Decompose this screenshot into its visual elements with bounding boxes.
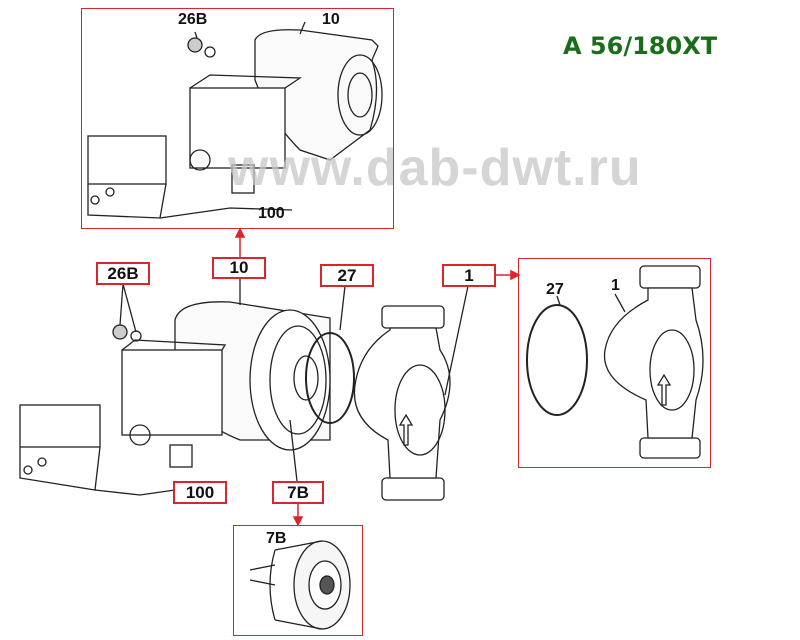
label-7b: 7B — [266, 530, 287, 547]
callout-26b[interactable]: 26B — [96, 262, 150, 285]
detail-frame-motor-assembly: 26B 10 100 — [81, 8, 394, 229]
detail-frame-impeller: 7B — [233, 525, 363, 636]
main-pump-drawing — [19, 278, 469, 501]
callout-100[interactable]: 100 — [173, 481, 227, 504]
callout-27[interactable]: 27 — [320, 264, 374, 287]
top-detail-drawing — [87, 21, 383, 219]
bottom-detail-drawing — [249, 540, 351, 630]
label-27: 27 — [546, 281, 564, 298]
label-26b: 26B — [178, 11, 208, 28]
label-10: 10 — [322, 11, 340, 28]
callout-10[interactable]: 10 — [212, 257, 266, 279]
model-title: A 56/180XT — [563, 32, 718, 60]
watermark: www.dab-dwt.ru — [228, 139, 642, 197]
callout-7b[interactable]: 7B — [272, 481, 324, 504]
detail-frame-pump-body: 27 1 — [518, 258, 711, 468]
right-detail-drawing — [526, 265, 704, 459]
label-1: 1 — [611, 277, 620, 294]
callout-1[interactable]: 1 — [442, 264, 496, 287]
label-100: 100 — [258, 205, 285, 222]
